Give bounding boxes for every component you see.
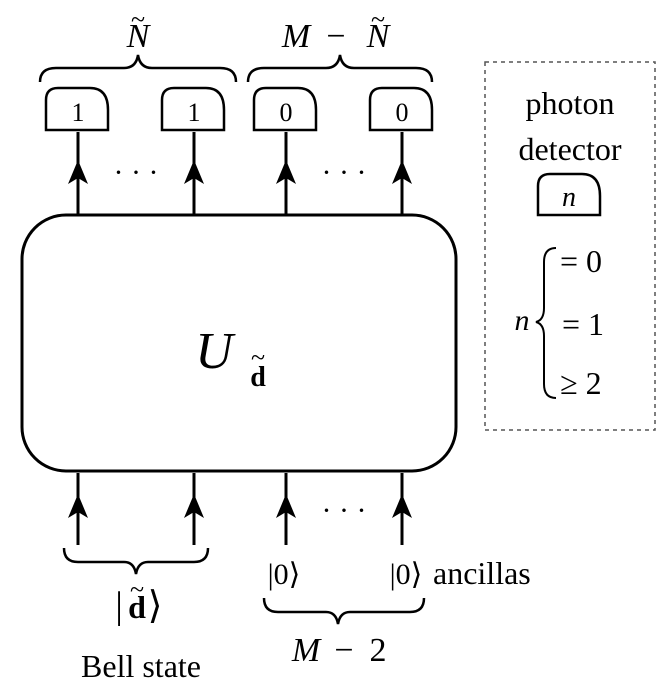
output-arrow-1 <box>68 132 88 215</box>
output-arrow-4 <box>392 132 412 215</box>
detector-right-2: 0 <box>368 86 434 132</box>
ancilla-brace <box>262 597 426 625</box>
legend-case-3: ≥ 2 <box>560 365 602 401</box>
detector-left-1: 1 <box>44 86 110 132</box>
bell-ket-symbol: d <box>128 589 146 625</box>
bell-ket-left: | <box>115 585 123 627</box>
legend-detector-icon: n <box>536 172 602 217</box>
ancilla-ket-2: |0⟩ <box>390 558 423 591</box>
legend-cases-brace <box>535 247 557 399</box>
detector-right-1: 0 <box>252 86 318 132</box>
top-right-dots: · · · <box>322 156 367 189</box>
detector-left-1-outcome: 1 <box>72 98 85 127</box>
ancilla-ket-1: |0⟩ <box>268 558 301 591</box>
top-left-dots: · · · <box>114 156 159 189</box>
input-arrow-1 <box>68 473 88 545</box>
ancilla-count-prefix: M <box>291 632 322 669</box>
unitary-symbol: U <box>195 323 236 380</box>
legend-case-1: = 0 <box>560 243 602 279</box>
bell-ket-right: ⟩ <box>148 585 163 627</box>
output-arrow-3 <box>276 132 296 215</box>
top-right-label-prefix: M <box>281 18 312 55</box>
unitary-subscript-tilde: ~ <box>251 343 265 372</box>
unitary-box <box>20 213 458 473</box>
top-right-label-tilde: ~ <box>371 5 385 34</box>
output-arrow-2 <box>184 132 204 215</box>
legend-case-2: = 1 <box>562 306 604 342</box>
bottom-right-dots: · · · <box>322 494 367 527</box>
top-left-brace <box>38 54 238 83</box>
bell-state-brace <box>62 547 210 575</box>
bell-state-label: Bell state <box>81 648 201 684</box>
input-arrow-4 <box>392 473 412 545</box>
bell-ket-tilde: ~ <box>130 575 144 604</box>
detector-right-2-outcome: 0 <box>396 98 409 127</box>
ancilla-count-minus: − <box>334 632 353 669</box>
input-arrow-2 <box>184 473 204 545</box>
top-right-label-minus: − <box>326 18 345 55</box>
ancilla-count-value: 2 <box>370 632 387 669</box>
ancilla-label: ancillas <box>433 555 531 591</box>
legend-detector-symbol: n <box>562 182 576 213</box>
legend-title-line-1: photon <box>526 85 615 121</box>
top-right-label-base: N <box>366 18 392 55</box>
unitary-subscript: d <box>250 362 266 393</box>
legend-n-label: n <box>515 304 530 337</box>
detector-left-2: 1 <box>160 86 226 132</box>
input-arrow-3 <box>276 473 296 545</box>
detector-left-2-outcome: 1 <box>188 98 201 127</box>
detector-right-1-outcome: 0 <box>280 98 293 127</box>
legend-box <box>484 61 656 431</box>
top-left-label: N <box>126 18 152 55</box>
top-left-label-tilde: ~ <box>131 5 145 34</box>
legend-title-line-2: detector <box>518 131 621 167</box>
top-right-brace <box>246 54 434 83</box>
